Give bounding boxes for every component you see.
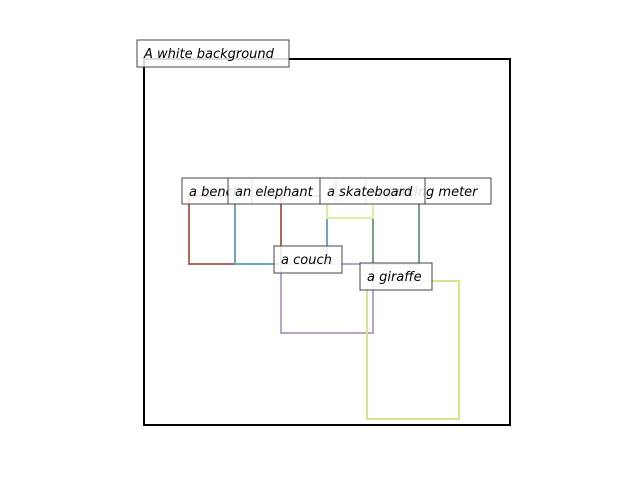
elephant-label: an elephant (227, 177, 337, 205)
skateboard-label: a skateboard (319, 177, 426, 205)
couch-label-text: a couch (281, 253, 332, 268)
skateboard-label-text: a skateboard (327, 185, 413, 200)
elephant-label-text: an elephant (235, 185, 314, 200)
giraffe-label-text: a giraffe (367, 270, 422, 285)
couch-box (280, 263, 374, 334)
background-frame (143, 58, 511, 426)
background-label: A white background (136, 39, 290, 68)
couch-label: a couch (273, 245, 343, 274)
giraffe-label: a giraffe (359, 262, 433, 291)
giraffe-box (366, 280, 460, 420)
background-label-text: A white background (143, 47, 275, 62)
green-box (372, 195, 420, 265)
